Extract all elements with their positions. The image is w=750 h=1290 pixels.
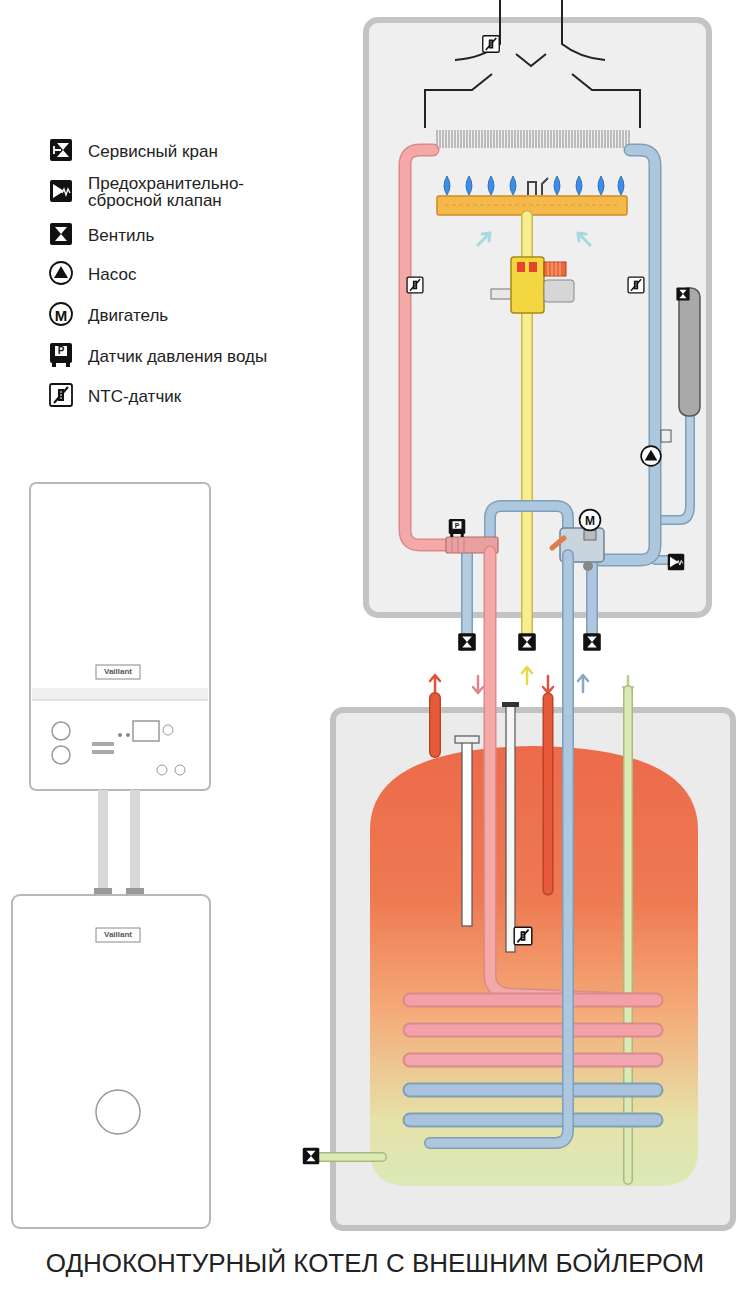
legend-label: Датчик давления воды: [88, 348, 288, 365]
legend-label: Вентиль: [88, 227, 288, 244]
legend-label: Предохранительно- сбросной клапан: [88, 175, 288, 209]
symbol-letter: M: [55, 308, 68, 323]
legend-label: NTC-датчик: [88, 388, 288, 405]
legend-label: Двигатель: [88, 307, 288, 324]
legend-label: Насос: [88, 266, 288, 283]
symbol-letter: M: [585, 515, 595, 527]
symbol-letter: P: [58, 346, 65, 356]
brand-logo: Vaillant: [104, 668, 132, 676]
diagram-title: ОДНОКОНТУРНЫЙ КОТЕЛ С ВНЕШНИМ БОЙЛЕРОМ: [46, 1249, 705, 1278]
legend-label: Сервисный кран: [88, 143, 288, 160]
brand-logo: Vaillant: [104, 931, 132, 939]
symbol-letter: P: [455, 522, 460, 529]
